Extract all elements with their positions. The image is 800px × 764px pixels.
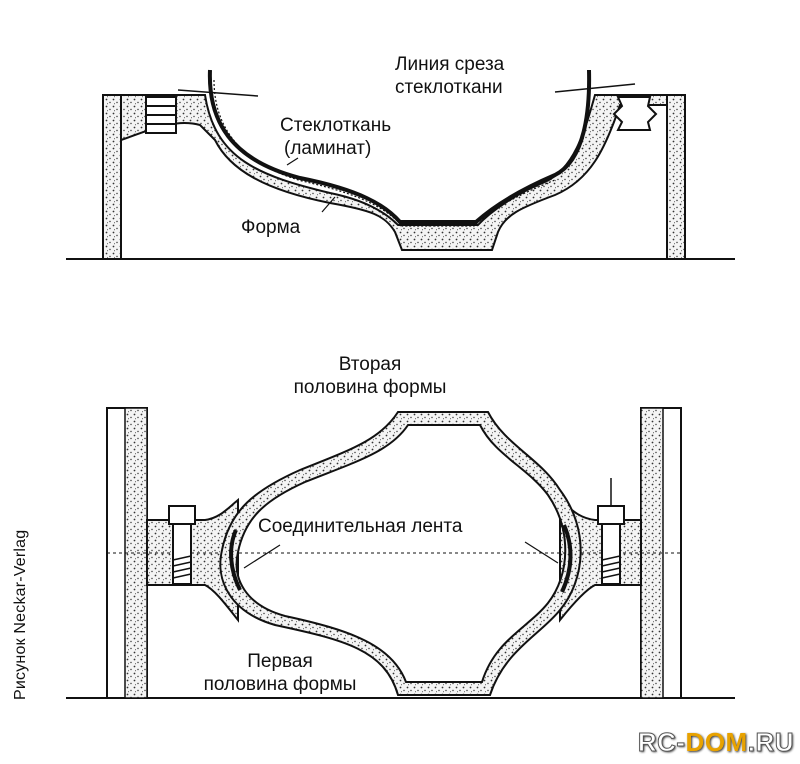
bottom-left-flange [146, 497, 239, 623]
bottom-figure [66, 407, 735, 699]
first-half-label-2: половина формы [203, 674, 357, 695]
top-cut-line-right [554, 83, 636, 93]
left-bolt [168, 505, 196, 585]
bottom-shell [219, 411, 582, 696]
top-right-wall [666, 94, 686, 260]
joining-tape-label: Соединительная лента [258, 516, 463, 537]
top-laminate [207, 69, 592, 224]
first-half-label-1: Первая [247, 651, 313, 672]
cut-line-label-1: Линия среза [395, 54, 505, 75]
joining-tape-right [560, 524, 573, 593]
top-left-wall [102, 94, 122, 260]
mold-label: Форма [241, 217, 301, 238]
second-half-label-1: Вторая [338, 354, 402, 375]
top-cut-line-left [177, 89, 259, 97]
top-right-clamp [612, 96, 658, 131]
watermark: RC-DOM.RU [637, 727, 794, 758]
joining-tape-left [229, 529, 242, 591]
top-figure [66, 69, 735, 260]
figure-credit: Рисунок Neckar-Verlag [12, 529, 29, 700]
watermark-part-3: .RU [747, 727, 794, 758]
laminate-label-2: (ламинат) [284, 138, 372, 159]
right-bolt [597, 478, 625, 585]
cut-line-label-2: стеклоткани [395, 77, 503, 98]
watermark-part-2: DOM [685, 727, 748, 757]
second-half-label-2: половина формы [293, 377, 447, 398]
watermark-part-1: RC- [637, 727, 686, 758]
laminate-label-1: Стеклоткань [280, 115, 392, 136]
